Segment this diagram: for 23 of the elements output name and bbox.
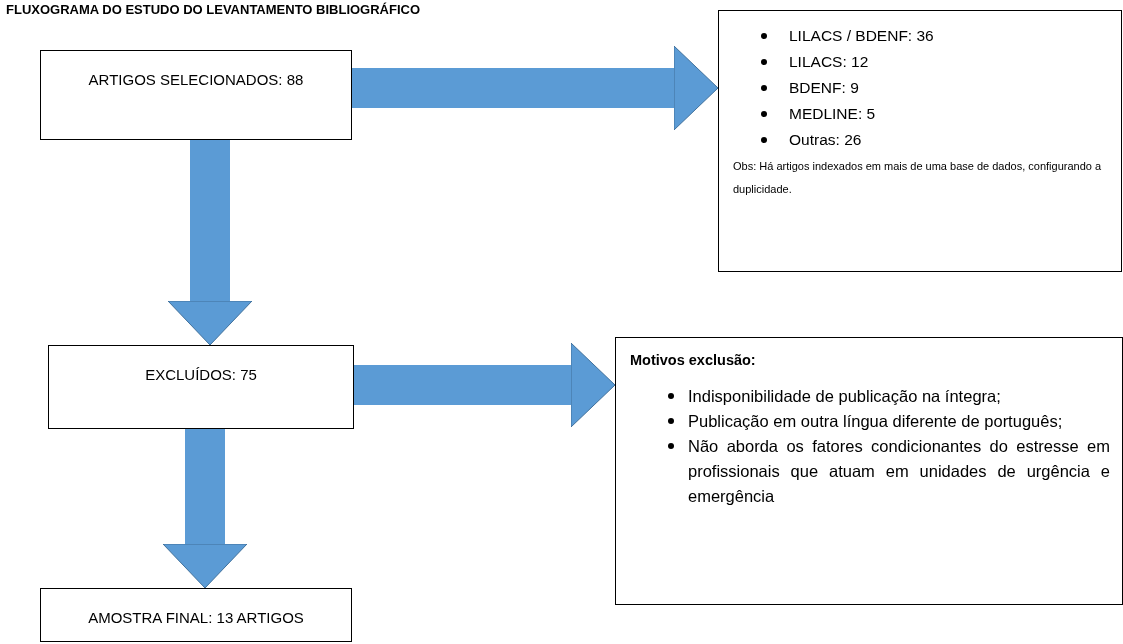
text-box (718, 10, 1122, 272)
text-box (40, 588, 352, 642)
box-text: ARTIGOS SELECIONADOS: 88 (87, 71, 305, 88)
block-arrow (167, 140, 253, 346)
block-arrow (354, 342, 616, 428)
text-box (48, 345, 354, 429)
block-arrow (352, 45, 719, 131)
list-item: LILACS: 12 (719, 49, 1121, 75)
list-item: Indisponibilidade de publicação na íntegra; (616, 384, 1122, 409)
list-item: LILACS / BDENF: 36 (719, 23, 1121, 49)
list-item: MEDLINE: 5 (719, 101, 1121, 127)
text-box (40, 50, 352, 140)
block-arrow (162, 429, 248, 589)
box-text: AMOSTRA FINAL: 13 ARTIGOS (87, 609, 305, 626)
list-item: Outras: 26 (719, 127, 1121, 153)
note-text: Obs: Há artigos indexados em mais de uma base de dados, configurando a duplicidade. (732, 159, 1103, 197)
box-text: EXCLUÍDOS: 75 (144, 366, 258, 383)
list-item: Publicação em outra língua diferente de português; (616, 409, 1122, 434)
diagram-title: FLUXOGRAMA DO ESTUDO DO LEVANTAMENTO BIBLIOGRÁFICO (6, 2, 421, 17)
list-item: BDENF: 9 (719, 75, 1121, 101)
text-box (615, 337, 1123, 605)
box-heading: Motivos exclusão: (630, 352, 757, 368)
list-item: Não aborda os fatores condicionantes do estresse em profissionais que atuam em unidades de urgência e emergência (616, 434, 1122, 509)
